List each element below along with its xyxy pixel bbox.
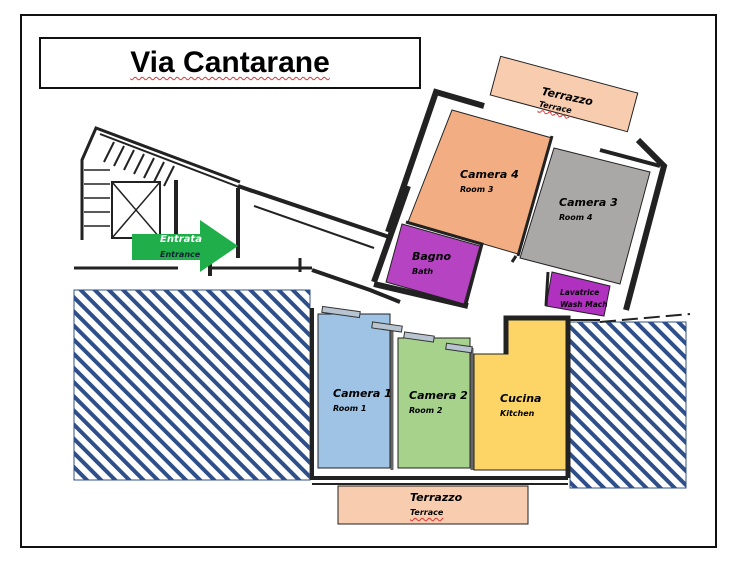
lavatrice-label: Lavatrice Wash Mach xyxy=(560,288,608,309)
camera4-label-sub: Room 3 xyxy=(460,185,494,194)
terrace-top xyxy=(489,55,639,133)
upper-walls xyxy=(371,88,668,311)
plan-title: Via Cantarane xyxy=(130,46,330,79)
camera2-label-main: Camera 2 xyxy=(409,389,468,402)
neighbour-block-left xyxy=(73,289,311,481)
corridor-walls xyxy=(237,184,401,304)
bagno-label-main: Bagno xyxy=(412,250,452,263)
cucina-label-main: Cucina xyxy=(500,392,542,405)
room-camera1 xyxy=(317,313,391,469)
bagno-label: Bagno Bath xyxy=(412,250,451,276)
lavatrice-label-main: Lavatrice xyxy=(560,288,600,297)
cucina-label-sub: Kitchen xyxy=(500,409,535,418)
camera1-label-main: Camera 1 xyxy=(333,387,392,400)
inner-walls-upper xyxy=(405,135,554,307)
entrance-arrow xyxy=(132,220,238,272)
camera4-label-main: Camera 4 xyxy=(460,168,519,181)
cucina-label: Cucina Kitchen xyxy=(500,392,541,418)
terrace-bottom-label-sub: Terrace xyxy=(410,508,444,517)
terrace-bottom xyxy=(337,485,529,525)
entrance-label-sub: Entrance xyxy=(160,250,201,259)
camera1-label-sub: Room 1 xyxy=(333,404,367,413)
bagno-label-sub: Bath xyxy=(412,267,434,276)
neighbour-block-right xyxy=(569,321,687,489)
room-camera3 xyxy=(519,147,651,285)
title-box: Via Cantarane xyxy=(39,37,421,89)
lavatrice-label-sub: Wash Mach xyxy=(560,300,608,309)
entrance-label: Entrata Entrance xyxy=(160,234,202,259)
camera3-label-main: Camera 3 xyxy=(559,196,618,209)
camera2-label: Camera 2 Room 2 xyxy=(409,389,468,415)
terrace-bottom-label: Terrazzo Terrace xyxy=(410,491,462,517)
room-bagno xyxy=(385,223,481,305)
camera4-label: Camera 4 Room 3 xyxy=(460,168,519,194)
windows xyxy=(321,305,473,354)
camera3-label-sub: Room 4 xyxy=(559,213,593,222)
camera2-label-sub: Room 2 xyxy=(409,406,443,415)
camera1-label: Camera 1 Room 1 xyxy=(333,387,392,413)
lower-walls xyxy=(310,308,691,485)
camera3-label: Camera 3 Room 4 xyxy=(559,196,618,222)
room-camera2 xyxy=(397,337,471,469)
terrace-bottom-label-main: Terrazzo xyxy=(410,491,463,504)
entrance-label-main: Entrata xyxy=(160,234,202,245)
